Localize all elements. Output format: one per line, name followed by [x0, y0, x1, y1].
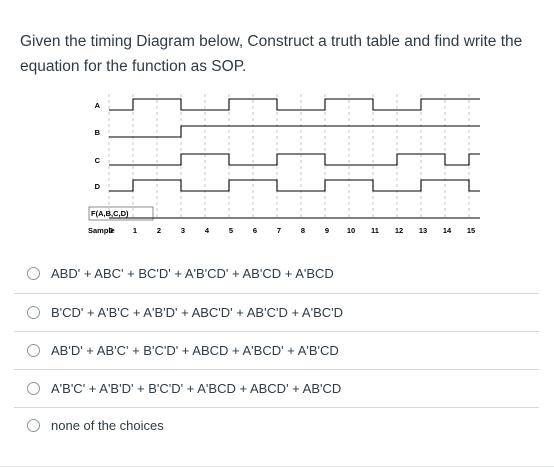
- signal-label: A: [95, 101, 101, 110]
- sample-index: 10: [347, 226, 355, 235]
- radio-button[interactable]: [27, 266, 40, 280]
- option-label: ABD' + ABC' + BC'D' + A'B'CD' + AB'CD + …: [51, 265, 334, 281]
- waveform-a: [109, 98, 480, 111]
- sample-index: 7: [277, 226, 281, 235]
- signal-label: C: [95, 156, 101, 165]
- signal-label: F(A,B,C,D): [91, 209, 129, 218]
- answer-option-1[interactable]: ABD' + ABC' + BC'D' + A'B'CD' + AB'CD + …: [14, 256, 539, 290]
- option-divider: [14, 331, 539, 332]
- signal-label: B: [95, 128, 101, 137]
- answer-option-3[interactable]: AB'D' + AB'C' + B'C'D' + ABCD + A'BCD' +…: [14, 333, 539, 367]
- sample-index: 13: [419, 226, 427, 235]
- option-label: A'B'C' + A'B'D' + B'C'D' + A'BCD + ABCD'…: [51, 380, 342, 396]
- sample-index: 11: [371, 226, 379, 235]
- sample-index: 14: [443, 226, 452, 235]
- answer-option-2[interactable]: B'CD' + A'B'C + A'B'D' + ABC'D' + AB'C'D…: [14, 295, 539, 329]
- radio-button[interactable]: [27, 343, 40, 357]
- radio-button[interactable]: [27, 418, 40, 432]
- option-divider: [14, 293, 539, 294]
- option-label: B'CD' + A'B'C + A'B'D' + ABC'D' + AB'C'D…: [51, 304, 344, 320]
- sample-index: 2: [157, 226, 161, 235]
- sample-index: 15: [467, 226, 475, 235]
- sample-index: 9: [325, 226, 329, 235]
- sample-index: 8: [301, 226, 305, 235]
- waveform-c: [109, 153, 480, 166]
- answer-option-4[interactable]: A'B'C' + A'B'D' + B'C'D' + A'BCD + ABCD'…: [14, 371, 539, 405]
- question-text: Given the timing Diagram below, Construc…: [20, 33, 523, 75]
- option-divider: [14, 407, 539, 408]
- radio-button[interactable]: [27, 305, 40, 319]
- page-bottom-divider: [0, 466, 554, 467]
- radio-button[interactable]: [27, 381, 40, 395]
- waveform-b: [109, 125, 480, 138]
- sample-index: 3: [181, 226, 185, 235]
- option-label: none of the choices: [51, 417, 164, 433]
- sample-row-label: Sample: [88, 226, 115, 235]
- sample-index: 1: [133, 226, 137, 235]
- option-divider: [14, 369, 539, 370]
- sample-index: 12: [395, 226, 403, 235]
- sample-index: 6: [253, 226, 257, 235]
- sample-index: 0: [109, 226, 113, 235]
- sample-index: 5: [229, 226, 233, 235]
- waveform-d: [109, 179, 480, 192]
- signal-label: D: [95, 182, 101, 191]
- sample-index: 4: [205, 226, 210, 235]
- option-label: AB'D' + AB'C' + B'C'D' + ABCD + A'BCD' +…: [51, 342, 339, 358]
- function-label-box: [88, 206, 154, 221]
- answer-option-5[interactable]: none of the choices: [14, 408, 539, 442]
